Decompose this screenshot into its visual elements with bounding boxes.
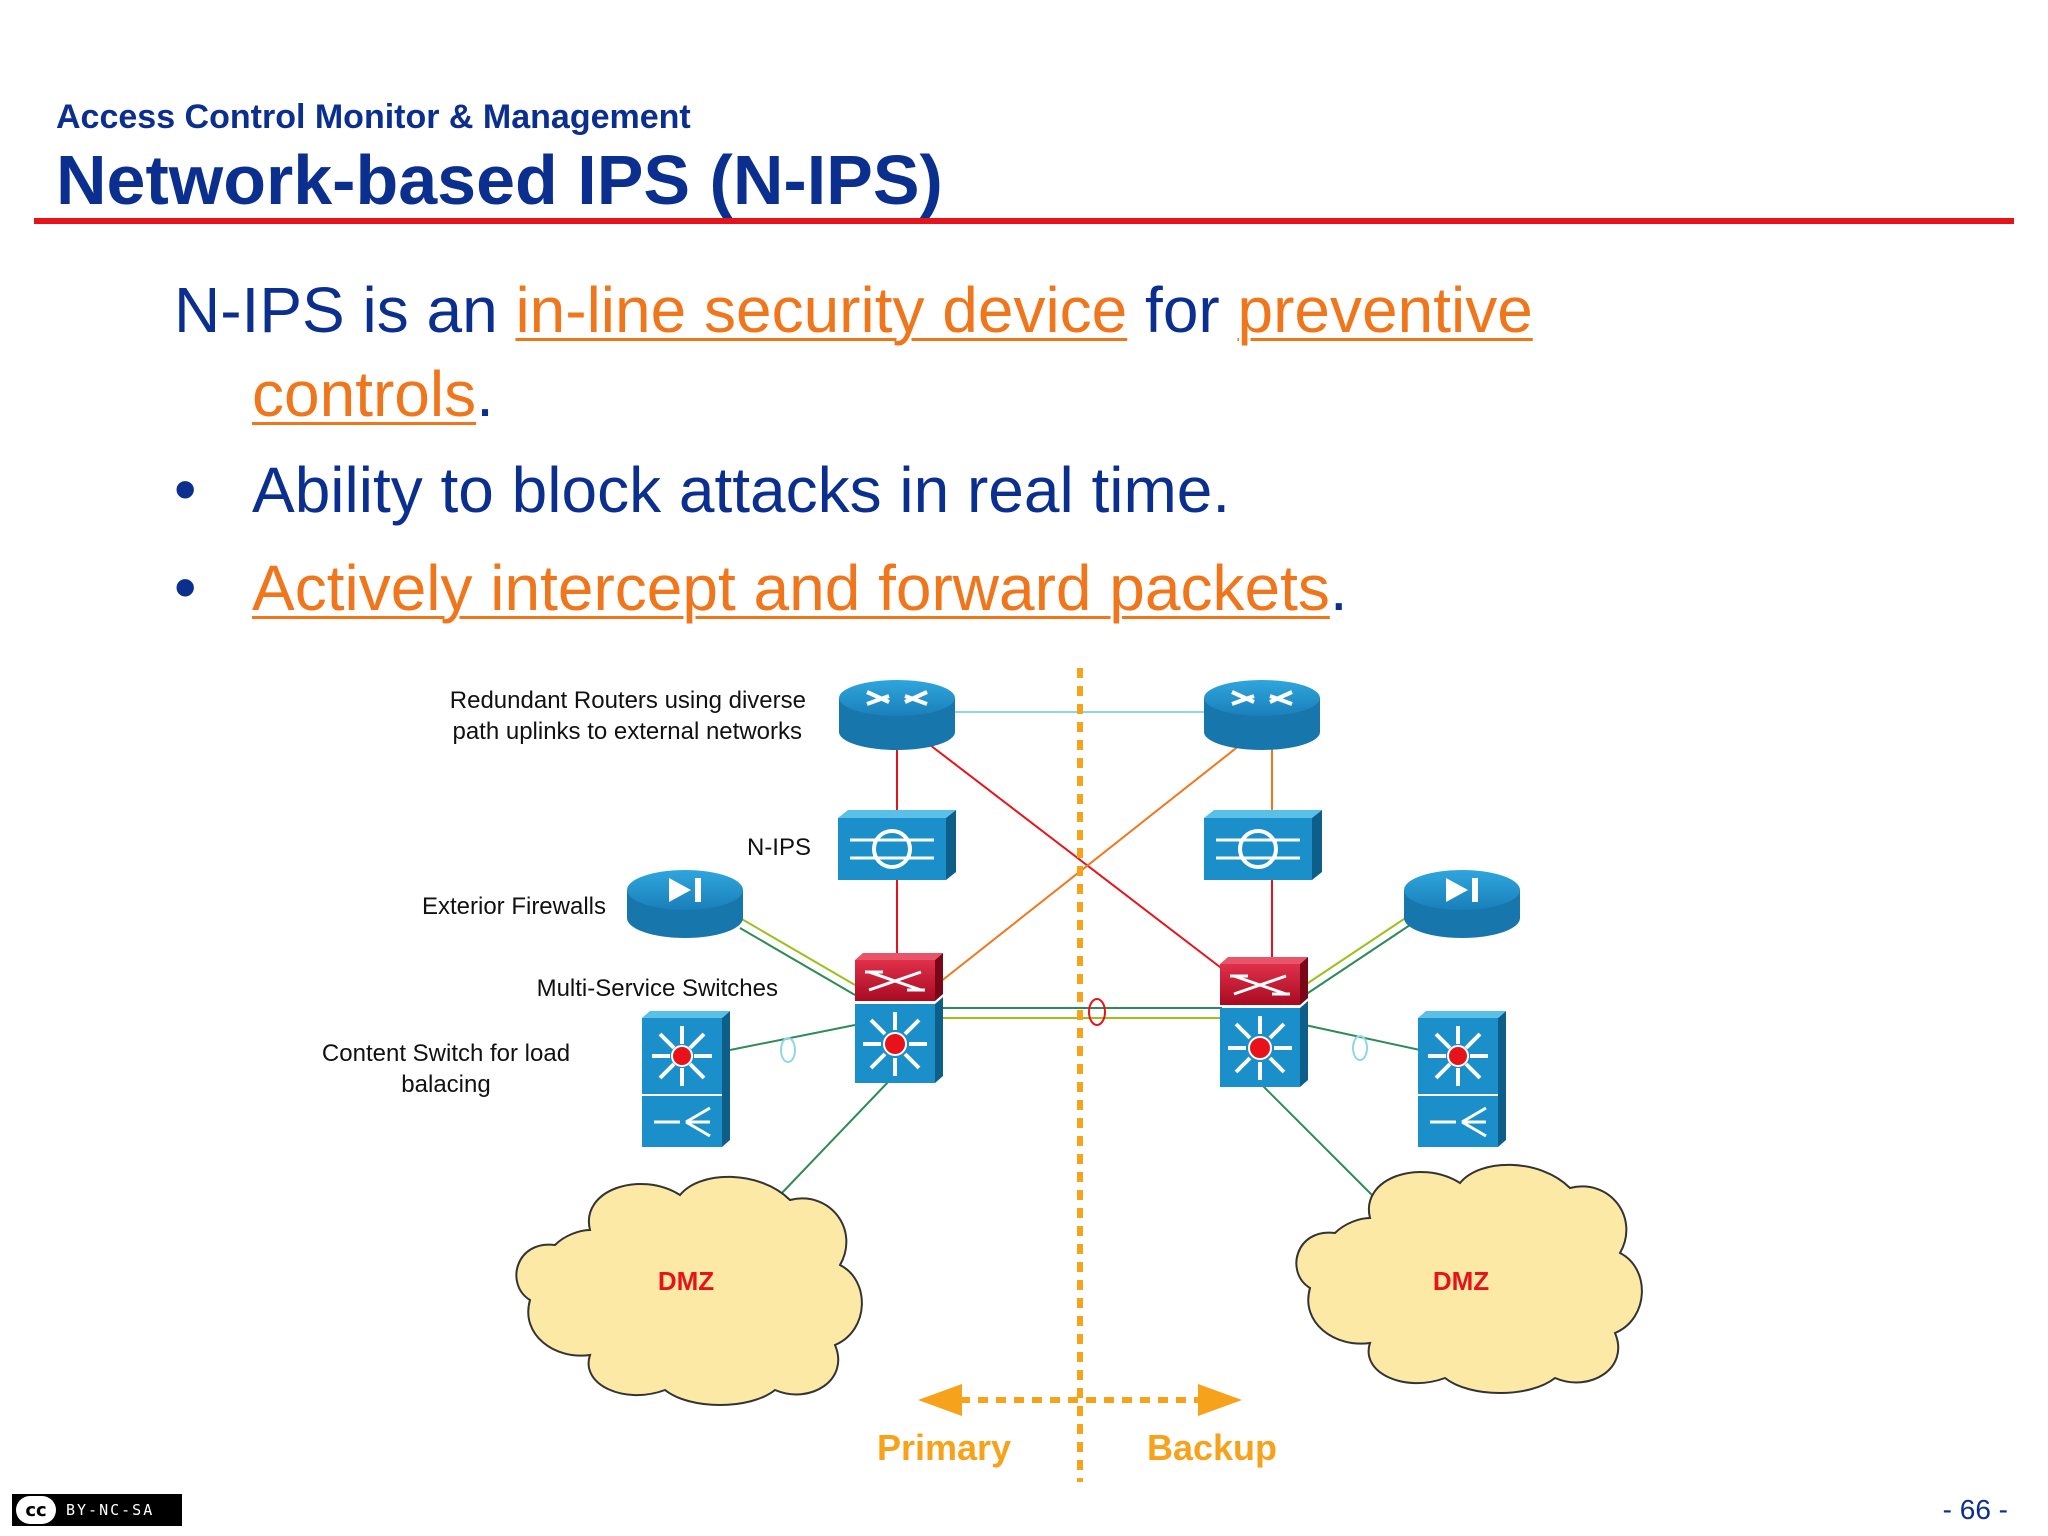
etherchannel-marker: [1088, 998, 1106, 1026]
router-icon: [1204, 680, 1320, 750]
highlight-intercept: Actively intercept and forward packets: [252, 552, 1330, 624]
label-dmz-right: DMZ: [1433, 1266, 1489, 1296]
slide-title: Network-based IPS (N-IPS): [56, 141, 943, 219]
body-text-segment: N-IPS is an: [174, 274, 516, 346]
arrow-left-head: [918, 1384, 962, 1416]
firewall-switch-link-right-2: [1304, 924, 1411, 996]
firewall-switch-link-left-2: [739, 927, 856, 996]
nips-device-icon: [1204, 810, 1322, 880]
link-marker-right: [1352, 1035, 1368, 1061]
multiservice-switch-icon: [1220, 957, 1308, 1005]
content-switch-icon: [642, 1011, 730, 1147]
content-switch-icon: [1418, 1011, 1506, 1147]
body-text-segment: .: [1329, 552, 1348, 624]
nips-device-icon: [838, 810, 956, 880]
link-marker-left: [780, 1037, 796, 1063]
label-content-line1: Content Switch for load: [322, 1040, 570, 1067]
dmz-cloud-right: [1295, 1163, 1643, 1394]
slide-subtitle: Access Control Monitor & Management: [56, 98, 691, 136]
switch-icon: [1220, 1001, 1308, 1087]
firewall-icon: [1404, 870, 1520, 938]
arrow-right-head: [1198, 1384, 1242, 1416]
page-number: - 66 -: [1942, 1494, 2008, 1525]
primary-backup-arrow: [918, 1384, 1242, 1416]
bullet-item-2: Actively intercept and forward packets.: [252, 550, 1348, 626]
switch-icon: [855, 997, 943, 1083]
bullet-item-1: Ability to block attacks in real time.: [252, 454, 1231, 526]
body-text-segment: for: [1127, 274, 1238, 346]
content-switch-link-left: [729, 1024, 856, 1051]
dmz-cloud-left: [515, 1175, 863, 1406]
label-dmz-left: DMZ: [658, 1266, 714, 1296]
switch-dmz-link-left: [779, 1079, 891, 1196]
highlight-controls: controls: [252, 358, 477, 430]
label-content-line2: balacing: [401, 1071, 490, 1098]
label-firewalls: Exterior Firewalls: [422, 893, 606, 920]
multiservice-switch-icon: [855, 953, 943, 1001]
label-routers-line2: path uplinks to external networks: [452, 718, 802, 745]
label-backup: Backup: [1147, 1427, 1277, 1468]
bullet-marker: •: [174, 453, 197, 525]
cross-link-red: [929, 744, 1251, 991]
firewall-icon: [627, 870, 743, 938]
body-line-2: controls.: [252, 356, 494, 432]
body-line-1: N-IPS is an in-line security device for …: [174, 272, 1533, 348]
title-divider: [34, 218, 2014, 224]
label-primary: Primary: [877, 1427, 1011, 1468]
label-switches: Multi-Service Switches: [537, 975, 778, 1002]
highlight-preventive: preventive: [1237, 274, 1533, 346]
label-routers-line1: Redundant Routers using diverse: [450, 687, 806, 714]
license-badge: cc BY-NC-SA: [12, 1494, 182, 1526]
body-text-segment: .: [476, 358, 494, 430]
firewall-switch-link-right: [1304, 914, 1411, 986]
creative-commons-icon: cc: [16, 1496, 56, 1524]
highlight-inline-device: in-line security device: [515, 274, 1128, 346]
switch-dmz-link-right: [1261, 1084, 1373, 1196]
label-nips: N-IPS: [747, 834, 811, 861]
firewall-switch-link-left: [739, 917, 856, 986]
connection-lines: [729, 711, 1421, 1196]
bullet-marker: •: [174, 551, 197, 623]
license-text: BY-NC-SA: [66, 1501, 155, 1519]
cross-link-orange: [929, 744, 1241, 991]
router-icon: [839, 680, 955, 750]
